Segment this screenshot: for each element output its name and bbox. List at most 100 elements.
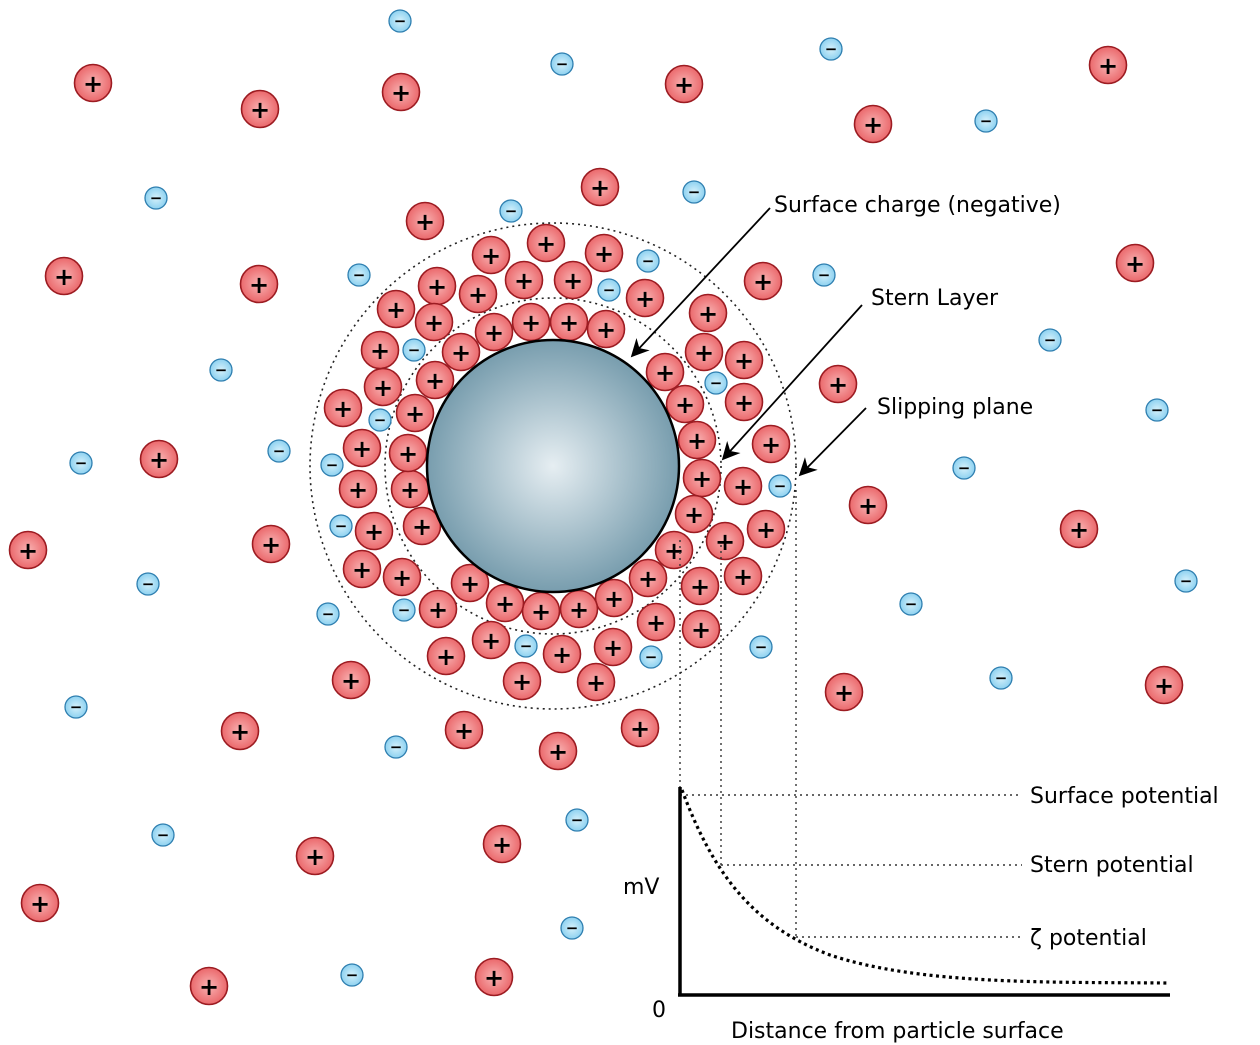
- negative-ion: −: [267, 439, 291, 463]
- stern-layer-arrow: [721, 304, 863, 461]
- positive-ion-circle: [458, 274, 498, 314]
- negative-ion-circle: [989, 666, 1013, 690]
- positive-ion-circle: [342, 549, 382, 589]
- positive-ion: +: [363, 367, 403, 407]
- positive-ion-circle: [239, 264, 279, 304]
- negative-ion-circle: [151, 823, 175, 847]
- negative-ion: −: [384, 735, 408, 759]
- positive-ion-circle: [724, 340, 764, 380]
- negative-ion: −: [64, 695, 88, 719]
- positive-ion-circle: [684, 332, 724, 372]
- positive-ion-circle: [688, 293, 728, 333]
- negative-ion-circle: [768, 474, 792, 498]
- positive-ion-circle: [526, 223, 566, 263]
- positive-ion-circle: [576, 662, 616, 702]
- positive-ion: +: [594, 578, 634, 618]
- positive-ion: +: [559, 589, 599, 629]
- negative-ion-circle: [597, 278, 621, 302]
- negative-ion: −: [388, 9, 412, 33]
- positive-ion: +: [382, 557, 422, 597]
- negative-ion: −: [952, 456, 976, 480]
- positive-ion-circle: [1144, 665, 1184, 705]
- negative-ion: −: [565, 808, 589, 832]
- positive-ion: +: [354, 511, 394, 551]
- positive-ion-circle: [674, 494, 714, 534]
- positive-ion-circle: [677, 420, 717, 460]
- positive-ion-circle: [681, 609, 721, 649]
- positive-ion-circle: [189, 966, 229, 1006]
- positive-ion: +: [471, 620, 511, 660]
- positive-ion: +: [360, 330, 400, 370]
- positive-ion-circle: [323, 388, 363, 428]
- positive-ion-circle: [682, 458, 722, 498]
- negative-ion-circle: [550, 52, 574, 76]
- positive-ion: +: [553, 260, 593, 300]
- negative-ion-circle: [819, 37, 843, 61]
- positive-ion: +: [376, 289, 416, 329]
- positive-ion: +: [44, 256, 84, 296]
- positive-ion-circle: [426, 636, 466, 676]
- negative-ion: −: [329, 514, 353, 538]
- positive-ion: +: [645, 352, 685, 392]
- positive-ion: +: [538, 731, 578, 771]
- positive-ion-circle: [376, 289, 416, 329]
- negative-ion-circle: [64, 695, 88, 719]
- positive-ion: +: [681, 609, 721, 649]
- positive-ion-circle: [363, 367, 403, 407]
- positive-ion-circle: [338, 469, 378, 509]
- negative-ion-circle: [749, 635, 773, 659]
- positive-ion: +: [1088, 45, 1128, 85]
- positive-ion-circle: [405, 201, 445, 241]
- negative-ion-circle: [316, 602, 340, 626]
- positive-ion-circle: [388, 433, 428, 473]
- positive-ion-circle: [450, 563, 490, 603]
- positive-ion-circle: [824, 672, 864, 712]
- x-axis-label: Distance from particle surface: [731, 1019, 1064, 1044]
- negative-ion: −: [347, 263, 371, 287]
- negative-ion-circle: [69, 451, 93, 475]
- negative-ion-circle: [1174, 569, 1198, 593]
- slipping-plane-arrow: [798, 407, 867, 477]
- negative-ion: −: [402, 338, 426, 362]
- positive-ion: +: [705, 521, 745, 561]
- positive-ion: +: [482, 824, 522, 864]
- negative-ion: −: [704, 371, 728, 395]
- positive-ion-circle: [504, 260, 544, 300]
- negative-ion-circle: [682, 180, 706, 204]
- positive-ion: +: [1144, 665, 1184, 705]
- positive-ion: +: [751, 424, 791, 464]
- positive-ion-circle: [471, 235, 511, 275]
- negative-ion: −: [368, 408, 392, 432]
- negative-ion-circle: [812, 263, 836, 287]
- positive-ion-circle: [1088, 45, 1128, 85]
- negative-ion: −: [320, 453, 344, 477]
- positive-ion: +: [743, 261, 783, 301]
- positive-ion: +: [680, 566, 720, 606]
- positive-ion-circle: [295, 836, 335, 876]
- positive-ion-circle: [418, 589, 458, 629]
- positive-ion: +: [502, 661, 542, 701]
- positive-ion-circle: [511, 302, 551, 342]
- positive-ion-circle: [751, 424, 791, 464]
- origin-label: 0: [652, 998, 666, 1023]
- positive-ion-circle: [485, 583, 525, 623]
- negative-ion-circle: [1038, 328, 1062, 352]
- positive-ion-circle: [417, 266, 457, 306]
- positive-ion: +: [8, 530, 48, 570]
- negative-ion: −: [144, 186, 168, 210]
- positive-ion-circle: [620, 708, 660, 748]
- negative-ion-circle: [368, 408, 392, 432]
- slipping-plane-boundary: [309, 222, 797, 710]
- positive-ion-circle: [628, 558, 668, 598]
- positive-ion-circle: [746, 509, 786, 549]
- positive-ion: +: [665, 384, 705, 424]
- positive-ion-circle: [354, 511, 394, 551]
- negative-ion-circle: [347, 263, 371, 287]
- positive-ion-circle: [818, 364, 858, 404]
- positive-ion-circle: [342, 428, 382, 468]
- negative-ion: −: [1145, 398, 1169, 422]
- negative-ion: −: [392, 598, 416, 622]
- y-axis-label: mV: [623, 875, 659, 900]
- positive-ion: +: [724, 382, 764, 422]
